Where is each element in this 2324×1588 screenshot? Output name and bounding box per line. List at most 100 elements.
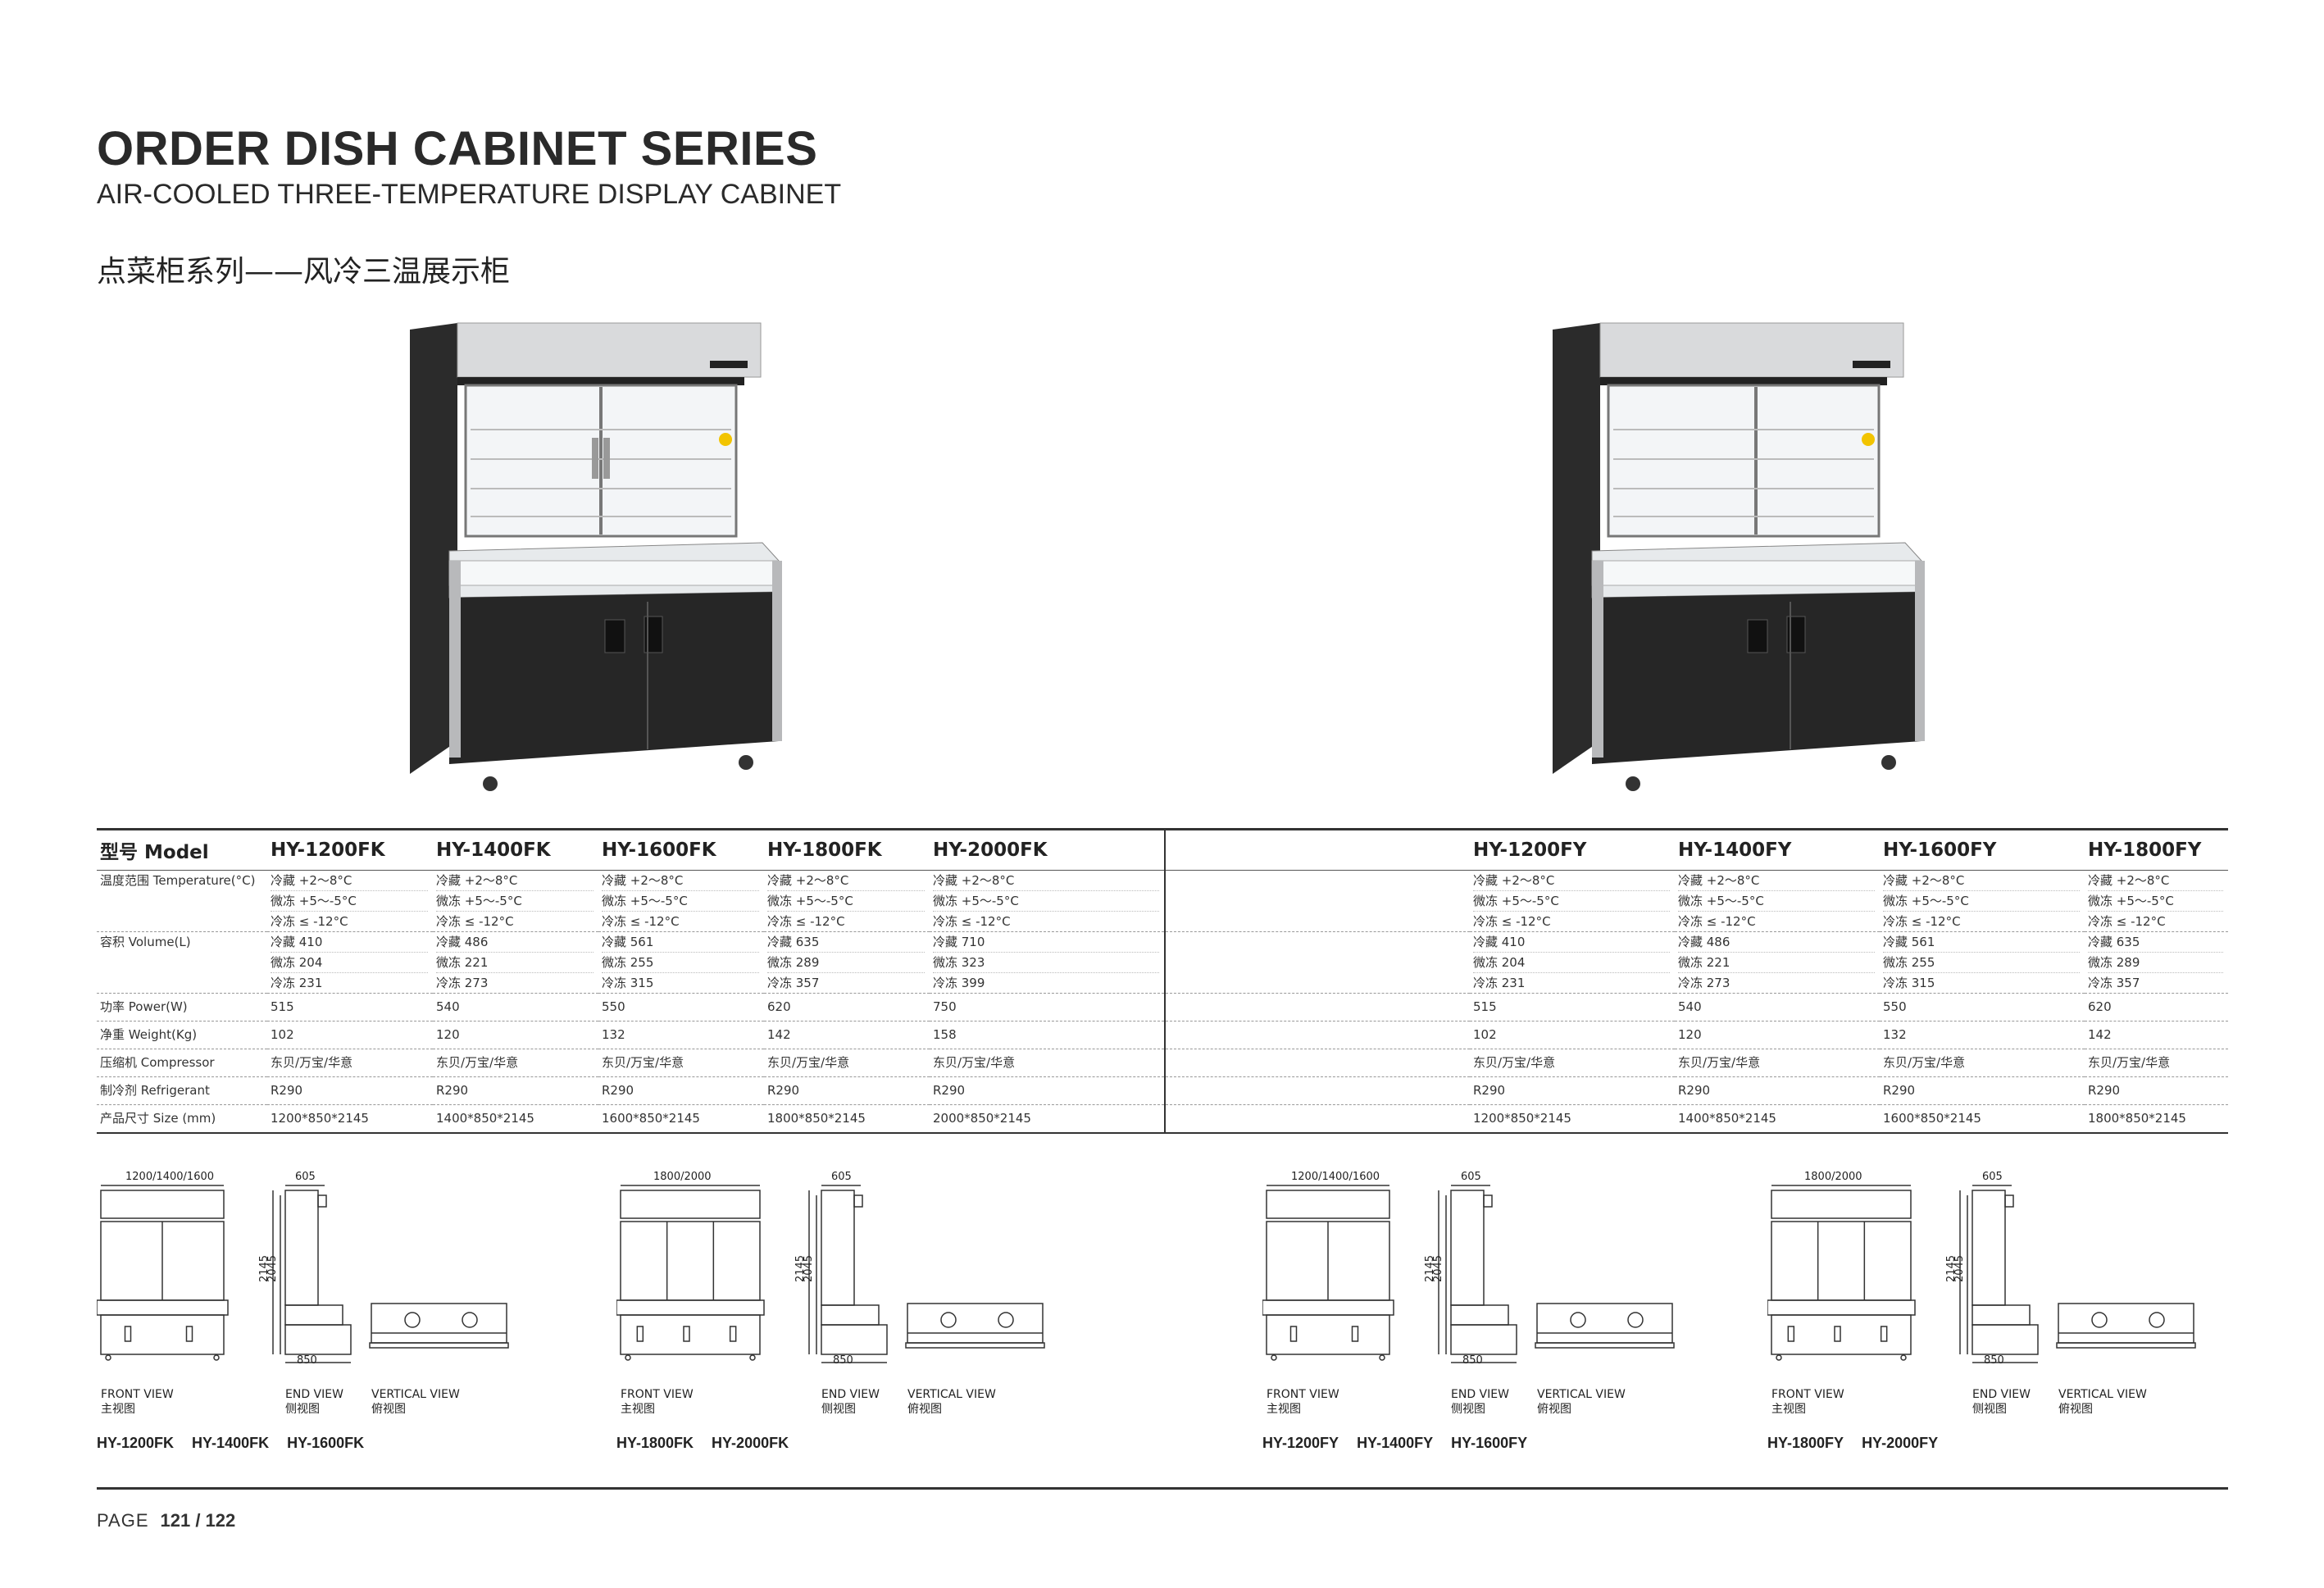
model-name: HY-1400FY xyxy=(1675,828,1880,871)
front-view-drawing xyxy=(96,1185,229,1361)
model-name: HY-1800FK xyxy=(764,828,930,871)
model-name: HY-1400FY xyxy=(1357,1435,1434,1451)
spec-value: 132 xyxy=(602,1027,625,1042)
spec-cell: 东贝/万宝/华意 xyxy=(598,1049,764,1077)
page-subtitle: AIR-COOLED THREE-TEMPERATURE DISPLAY CAB… xyxy=(97,179,842,210)
spec-cell: 1600*850*2145 xyxy=(1880,1105,2085,1134)
spec-value: 冷冻 357 xyxy=(2088,976,2140,990)
spec-cell: 东贝/万宝/华意 xyxy=(1880,1049,2085,1077)
view-label-en: VERTICAL VIEW xyxy=(371,1388,460,1401)
cabinet-illustration xyxy=(1553,322,1925,791)
base-dimension: 850 xyxy=(297,1354,317,1367)
model-name: HY-1600FK xyxy=(598,828,764,871)
spec-value: 冷藏 +2～8°C xyxy=(602,871,759,891)
spec-value: 微冻 +5～-5°C xyxy=(1678,891,1875,912)
spec-cell: 120 xyxy=(1675,1022,1880,1049)
spec-value: 515 xyxy=(1473,999,1497,1014)
view-label-en: END VIEW xyxy=(821,1388,880,1401)
cabinet-photo-fk xyxy=(410,322,782,791)
spec-value: 东贝/万宝/华意 xyxy=(933,1055,1016,1070)
spec-cell: 东贝/万宝/华意 xyxy=(764,1049,930,1077)
front-view-drawing xyxy=(1262,1185,1394,1361)
spec-value: 微冻 289 xyxy=(767,953,925,973)
view-label-en: VERTICAL VIEW xyxy=(907,1388,996,1401)
page-subtitle-cn: 点菜柜系列——风冷三温展示柜 xyxy=(97,255,511,289)
model-name: HY-1200FY xyxy=(1470,828,1675,871)
spec-value: 冷藏 +2～8°C xyxy=(1678,871,1875,891)
view-label-cn: 主视图 xyxy=(101,1403,135,1416)
spec-value: 冷藏 +2～8°C xyxy=(933,871,1159,891)
spec-value: 东贝/万宝/华意 xyxy=(2088,1055,2171,1070)
spec-value: 东贝/万宝/华意 xyxy=(436,1055,519,1070)
spec-cell: R290 xyxy=(433,1077,598,1105)
view-label-en: VERTICAL VIEW xyxy=(1537,1388,1626,1401)
spec-cell: 1800*850*2145 xyxy=(2085,1105,2228,1134)
spec-value: 冷藏 561 xyxy=(1883,932,2080,953)
view-label-en: END VIEW xyxy=(1972,1388,2031,1401)
spec-value: 1200*850*2145 xyxy=(271,1111,369,1126)
spec-value: 冷冻 231 xyxy=(271,976,323,990)
spec-value: 微冻 204 xyxy=(271,953,428,973)
spec-label xyxy=(1165,1049,1470,1077)
width-dimension: 1200/1400/1600 xyxy=(1291,1171,1380,1183)
spec-cell: 158 xyxy=(930,1022,1164,1049)
spec-value: 冷冻 ≤ -12°C xyxy=(1883,914,1961,929)
model-name: HY-1200FY xyxy=(1262,1435,1339,1451)
spec-cell: 750 xyxy=(930,994,1164,1022)
spec-value: R290 xyxy=(271,1083,303,1098)
spec-value: 620 xyxy=(767,999,791,1014)
spec-value: 东贝/万宝/华意 xyxy=(767,1055,850,1070)
spec-value: 1800*850*2145 xyxy=(2088,1111,2186,1126)
spec-cell: R290 xyxy=(267,1077,433,1105)
spec-value: 东贝/万宝/华意 xyxy=(1883,1055,1966,1070)
spec-label xyxy=(1165,994,1470,1022)
spec-value: 102 xyxy=(271,1027,294,1042)
spec-value: 冷冻 ≤ -12°C xyxy=(2088,914,2166,929)
spec-cell: 东贝/万宝/华意 xyxy=(433,1049,598,1077)
height-dimension: 2045 xyxy=(266,1254,280,1283)
width-dimension: 1800/2000 xyxy=(653,1171,712,1183)
spec-value: 冷藏 635 xyxy=(767,932,925,953)
spec-label xyxy=(1165,1022,1470,1049)
vertical-view-label: VERTICAL VIEW 俯视图 xyxy=(907,1387,996,1417)
spec-value: R290 xyxy=(1883,1083,1916,1098)
spec-value: 微冻 204 xyxy=(1473,953,1670,973)
spec-label: 制冷剂 Refrigerant xyxy=(97,1077,267,1105)
spec-value: 冷冻 399 xyxy=(933,976,985,990)
spec-value: 2000*850*2145 xyxy=(933,1111,1031,1126)
model-header: 型号 Model xyxy=(97,828,267,871)
spec-value: 冷冻 ≤ -12°C xyxy=(602,914,680,929)
spec-label: 功率 Power(W) xyxy=(97,994,267,1022)
end-view-drawing xyxy=(1959,1185,2039,1363)
spec-value: 冷冻 315 xyxy=(1883,976,1935,990)
spec-value: 微冻 221 xyxy=(436,953,594,973)
spec-label: 温度范围 Temperature(°C) xyxy=(97,871,267,932)
spec-label xyxy=(1165,1077,1470,1105)
spec-value: 冷藏 486 xyxy=(436,932,594,953)
spec-table-fy: HY-1200FYHY-1400FYHY-1600FYHY-1800FYHY-2… xyxy=(1164,828,2228,1134)
view-label-en: FRONT VIEW xyxy=(1267,1388,1339,1401)
spec-cell: 132 xyxy=(598,1022,764,1049)
spec-value: 1200*850*2145 xyxy=(1473,1111,1571,1126)
spec-value: 冷藏 +2～8°C xyxy=(1883,871,2080,891)
view-label-cn: 俯视图 xyxy=(907,1403,942,1416)
spec-value: 微冻 323 xyxy=(933,953,1159,973)
height-dimension: 2045 xyxy=(1953,1254,1967,1283)
